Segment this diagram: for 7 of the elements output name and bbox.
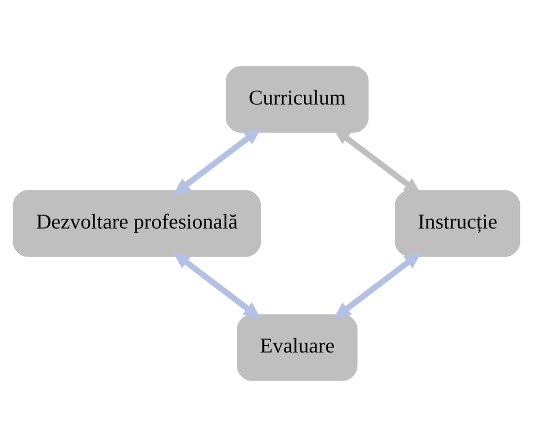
arrow bbox=[173, 127, 262, 194]
node-box: Evaluare bbox=[236, 314, 358, 380]
node-box: Dezvoltare profesională bbox=[12, 190, 261, 256]
node-box: Instrucție bbox=[394, 190, 520, 256]
arrow bbox=[172, 251, 261, 318]
arrow bbox=[333, 251, 422, 318]
node-box: Curriculum bbox=[226, 66, 369, 132]
